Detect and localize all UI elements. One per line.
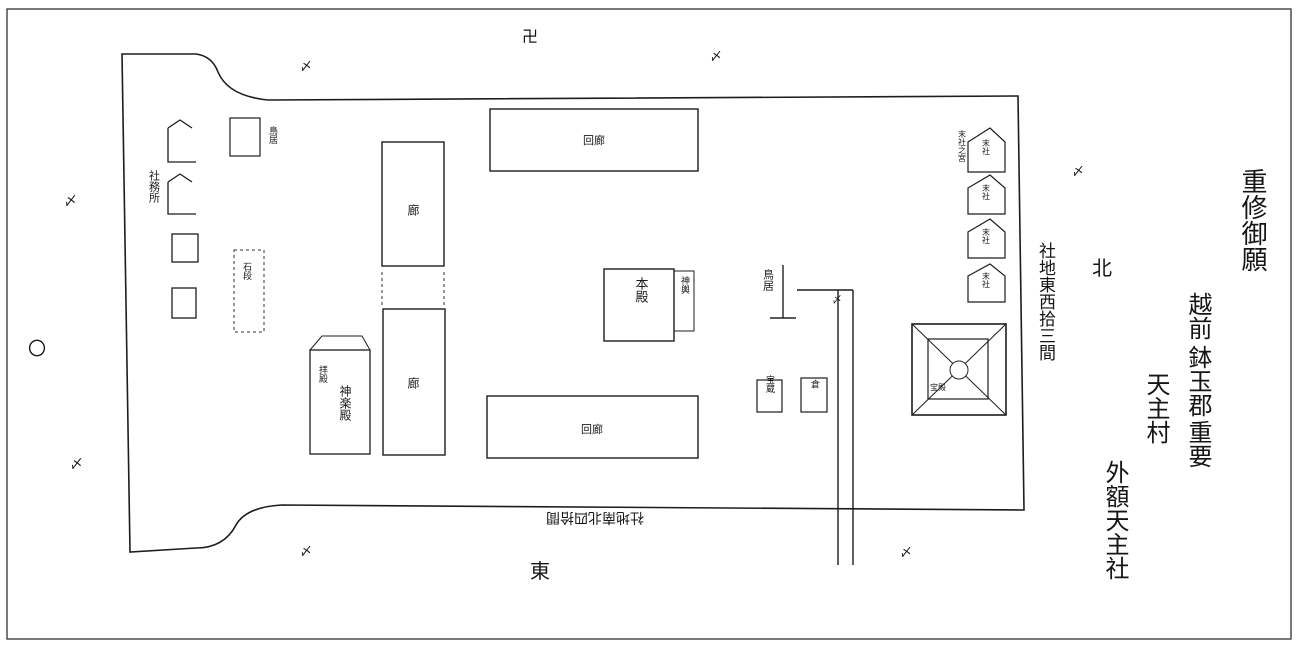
inscription-line-2: 鉢玉郡	[1184, 345, 1212, 417]
direction-top: 卍	[522, 27, 538, 46]
left-lower-building-label: 廊	[406, 376, 420, 390]
left-box-2	[171, 287, 197, 319]
left-gate-2	[167, 173, 196, 215]
subsidiary-shrines: 末社 末社 末社 末社 末社之宮	[958, 127, 1006, 303]
small-shrine-4-label: 末社	[982, 271, 991, 289]
bottom-corridor-building	[486, 395, 699, 459]
inscription-line-5: 外額天主社	[1101, 460, 1129, 580]
treasure-hall-note: 宝殿	[930, 382, 946, 392]
mark-left-bottom: 〆	[70, 457, 83, 472]
left-lower-building	[382, 308, 446, 456]
left-gate-1	[167, 119, 196, 163]
treasure-hall-outer	[911, 323, 1007, 416]
small-shrine-2-label: 末社	[982, 183, 991, 201]
main-hall-annex	[673, 270, 695, 332]
mark-left-middle: 〇	[28, 339, 46, 360]
approach-path	[797, 289, 854, 565]
title-inscription: 重修御願	[1237, 168, 1267, 272]
treasure-hall: 宝殿	[911, 323, 1007, 416]
left-box-1	[171, 233, 199, 263]
small-shrine-1-label: 末社	[982, 138, 991, 156]
mark-bottom-right: 〆	[900, 545, 912, 559]
kagura-hall-sub: 拝殿	[317, 364, 328, 384]
mark-right: 〆	[1072, 164, 1084, 178]
left-gate-note: 鳥居	[267, 125, 278, 145]
left-gate-shrine	[229, 117, 261, 157]
left-side-label: 社務所	[148, 169, 161, 204]
inscription-line-1: 越前	[1184, 292, 1212, 340]
left-stair-note: 石段	[241, 262, 252, 281]
small-shrine-3	[967, 218, 1006, 259]
small-shrine-1	[967, 127, 1006, 173]
main-hall-label: 本殿	[633, 277, 649, 303]
storehouse-box-1	[756, 379, 783, 413]
mid-small-boxes: 宝蔵 倉	[756, 374, 828, 413]
storehouse-box-2-label: 倉	[809, 378, 820, 389]
bottom-corridor-label: 回廊	[581, 422, 603, 436]
top-corridor-label: 回廊	[583, 133, 605, 147]
direction-east: 東	[530, 559, 550, 583]
treasure-hall-inner	[927, 338, 989, 400]
kagura-hall-roof	[309, 335, 371, 351]
kagura-hall	[309, 349, 371, 455]
inscription-line-3: 重要	[1184, 420, 1212, 468]
left-stair	[233, 249, 265, 333]
precinct-boundary	[121, 53, 1025, 553]
left-upper-building-label: 廊	[406, 203, 420, 217]
top-corridor-building	[489, 108, 699, 172]
main-hall-note: 神輿	[679, 275, 690, 295]
page-frame	[6, 8, 1292, 640]
mark-top-left: 〆	[300, 59, 312, 73]
treasure-hall-center	[949, 360, 969, 380]
inscription-line-4: 天主村	[1142, 372, 1170, 444]
site-length-note: 社地南北四拾間	[546, 509, 644, 525]
left-upper-building	[381, 141, 445, 267]
storehouse-box-2	[800, 377, 828, 413]
small-shrine-4	[967, 263, 1006, 303]
left-structures: 社務所 鳥居 石段 神楽殿 拝殿	[148, 117, 371, 455]
site-width-note: 社地東西拾三間	[1035, 242, 1056, 362]
kagura-hall-label: 神楽殿	[338, 385, 352, 421]
storehouse-box-1-label: 宝蔵	[764, 374, 775, 394]
mark-top-right: 〆	[710, 49, 722, 63]
path-mark: 〆	[832, 295, 842, 306]
direction-north: 北	[1092, 256, 1112, 280]
mark-left-top: 〆	[64, 194, 77, 209]
mark-bottom-left: 〆	[300, 544, 312, 558]
small-shrine-2	[967, 174, 1006, 215]
torii-label: 鳥居	[762, 268, 775, 292]
small-shrine-3-label: 末社	[982, 227, 991, 245]
subsidiary-shrines-note: 末社之宮	[958, 129, 967, 163]
